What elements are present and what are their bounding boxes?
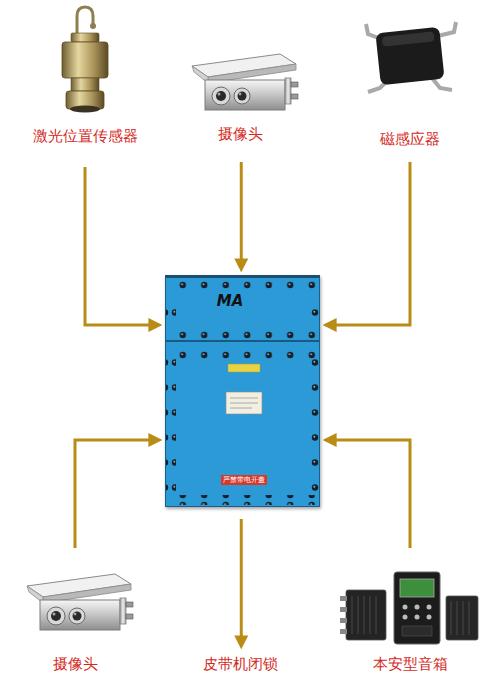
flow-arrow <box>331 440 410 548</box>
device-label: 摄像头 <box>10 655 140 673</box>
device-node: 磁感应器 <box>345 20 475 150</box>
device-label: 本安型音箱 <box>345 655 475 673</box>
device-node: 激光位置传感器 <box>15 5 155 155</box>
device-label: 摄像头 <box>175 125 305 143</box>
laser-sensor-illustration <box>62 7 108 113</box>
camera-illustration <box>27 574 133 630</box>
flow-arrow <box>85 167 154 325</box>
warning-plate: 严禁带电开盖 <box>221 475 267 485</box>
magnetic-sensor-illustration <box>366 22 456 92</box>
flow-arrow <box>75 440 154 548</box>
speaker-illustration <box>340 572 478 644</box>
camera-illustration <box>192 54 298 110</box>
device-label: 磁感应器 <box>345 130 475 148</box>
enclosure-details <box>166 280 320 505</box>
flow-arrow <box>331 162 410 325</box>
device-node: 皮带机闭锁 <box>180 652 300 678</box>
device-label: 皮带机闭锁 <box>180 655 300 673</box>
flow-arrow <box>240 519 243 641</box>
device-node: 摄像头 <box>10 560 140 680</box>
device-node: 摄像头 <box>175 45 305 150</box>
flow-arrow <box>240 162 243 264</box>
controller-enclosure: MA 严禁带电开盖 <box>165 275 320 507</box>
device-label: 激光位置传感器 <box>15 127 155 145</box>
device-node: 本安型音箱 <box>345 560 475 680</box>
certification-mark: MA <box>212 292 248 310</box>
